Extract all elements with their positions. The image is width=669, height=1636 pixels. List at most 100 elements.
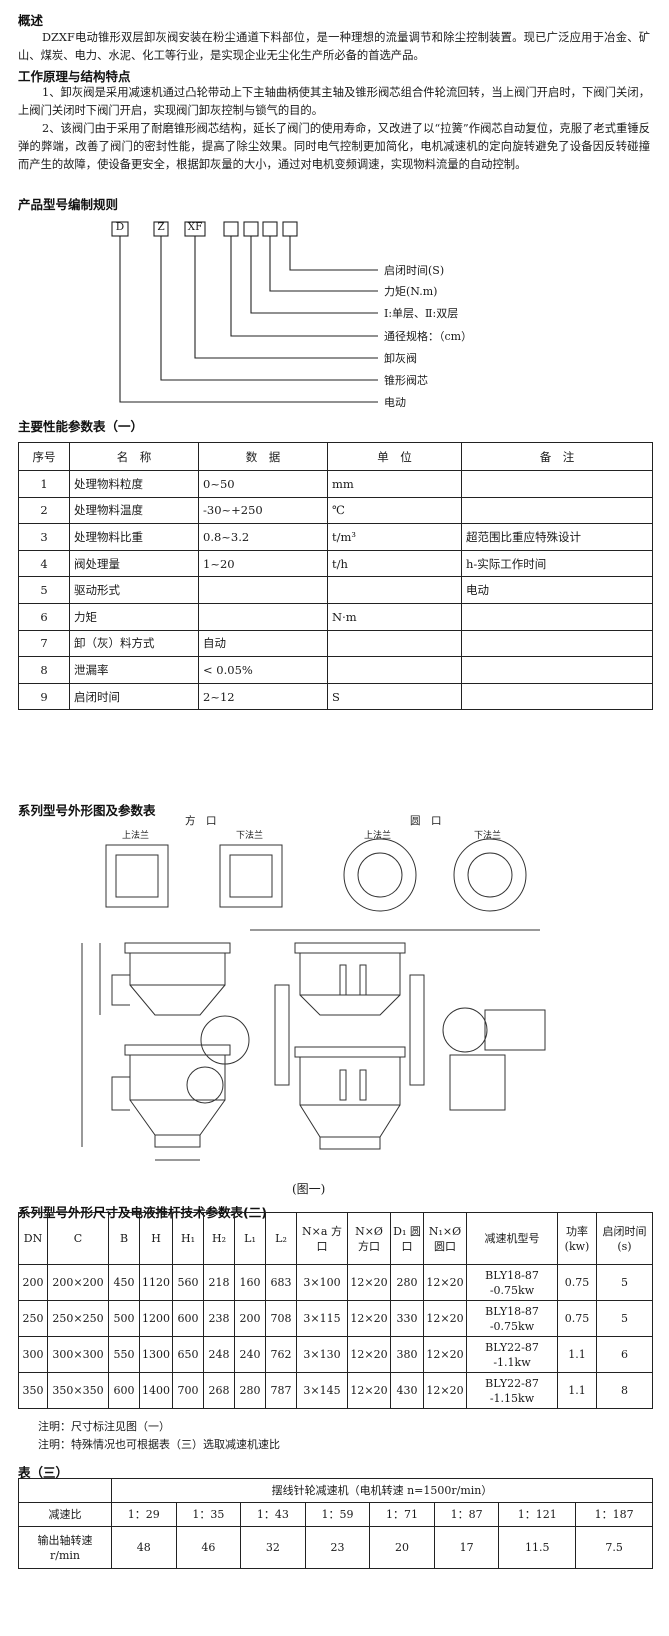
table-cell: 3×115 [296,1300,348,1337]
round-lower-flange-label: 下法兰 [474,831,502,841]
table-cell: 1 [18,470,70,498]
table-cell [198,602,328,631]
table-cell: 48 [111,1526,177,1569]
table2-note-1: 注明：尺寸标注见图（一） [38,1420,170,1433]
table-cell: 450 [108,1264,140,1301]
table-header: 名 称 [69,442,199,471]
lower-flange-label: 下法兰 [236,831,264,841]
table-cell: 1120 [139,1264,173,1301]
table3-title: 表（三） [18,1465,69,1480]
table-cell: 5 [596,1300,653,1337]
table-cell: 1.1 [557,1372,597,1409]
table-cell [461,682,653,711]
table-cell: 600 [172,1300,204,1337]
table-header: 减速机型号 [466,1212,558,1265]
table-cell: 762 [265,1336,297,1373]
table-header: 备 注 [461,442,653,471]
table-cell: 1200 [139,1300,173,1337]
table-cell: 238 [203,1300,235,1337]
table-cell: 5 [596,1264,653,1301]
table-cell: 3×130 [296,1336,348,1373]
table-cell: 12×20 [347,1300,391,1337]
table-row: 6 力矩 N·m [18,602,653,631]
table-cell: 330 [390,1300,424,1337]
table1-title: 主要性能参数表（一） [18,419,144,434]
table-cell: 17 [433,1526,500,1569]
table-cell: 248 [203,1336,235,1373]
table-cell: 处理物料比重 [69,523,199,551]
table-cell [198,576,328,604]
table-header: H₁ [172,1212,204,1265]
table-cell: -30~+250 [198,496,328,525]
table-cell: 550 [108,1336,140,1373]
table-cell: 5 [18,576,70,604]
round-upper-flange-label: 上法兰 [364,831,392,841]
table-cell: 减速比 [18,1502,112,1527]
upper-flange-label: 上法兰 [122,831,150,841]
table-cell [461,656,653,684]
table-cell: 7 [18,629,70,658]
table-header: B [108,1212,140,1265]
table-cell: 160 [234,1264,266,1301]
table-cell: 12×20 [423,1336,467,1373]
model-label-layer: Ⅰ:单层、Ⅱ:双层 [384,307,459,320]
model-label-valve: 卸灰阀 [384,352,417,365]
table-cell: 1：35 [175,1502,242,1527]
model-label-electric: 电动 [384,396,406,409]
model-label-core: 锥形阀芯 [384,374,428,387]
table-cell: 输出轴转速 r/min [18,1526,112,1569]
table-cell: BLY18-87 -0.75kw [466,1264,558,1301]
table-cell: 0.75 [557,1300,597,1337]
table-row: 9 启闭时间 2~12 S [18,682,653,711]
performance-table: 序号 名 称 数 据 单 位 备 注 1 处理物料粒度 0~50 mm 2 处理… [18,442,653,711]
table-cell: 1.1 [557,1336,597,1373]
table-cell: 1400 [139,1372,173,1409]
table-cell: 280 [390,1264,424,1301]
model-label-time: 启闭时间(S) [384,264,445,277]
table-header: 序号 [18,442,70,471]
table-cell: 3×145 [296,1372,348,1409]
table-header-row: 摆线针轮减速机（电机转速 n=1500r/min） [18,1478,653,1503]
principle-paragraph-1: 1、卸灰阀是采用减速机通过凸轮带动上下主轴曲柄使其主轴及锥形阀芯组合件轮流回转，… [18,86,650,117]
table-cell: 6 [18,602,70,631]
table-header: N×a 方口 [296,1212,348,1265]
drawing-heading: 系列型号外形图及参数表 [18,803,156,818]
table-header-row: 序号 名 称 数 据 单 位 备 注 [18,442,653,471]
table-cell: 阀处理量 [69,549,199,578]
table-cell: 250×250 [47,1300,109,1337]
table-row: 输出轴转速 r/min 48 46 32 23 20 17 11.5 7.5 [18,1526,653,1569]
reducer-table: 摆线针轮减速机（电机转速 n=1500r/min） 减速比 1：29 1：35 … [18,1478,653,1569]
table-cell: 300×300 [47,1336,109,1373]
table-cell [327,656,462,684]
table-header: 摆线针轮减速机（电机转速 n=1500r/min） [111,1478,653,1503]
model-code-z: Z [157,221,165,233]
table-cell: 泄漏率 [69,656,199,684]
table-cell [461,496,653,525]
table-cell: 2 [18,496,70,525]
table-cell [327,576,462,604]
table-cell: 电动 [461,576,653,604]
table-cell: N·m [327,602,462,631]
table-cell: t/m³ [327,523,462,551]
model-code-xf: XF [187,221,203,233]
table-cell: 0.8~3.2 [198,523,328,551]
table-row: 7 卸（灰）料方式 自动 [18,629,653,658]
model-code-diagram: D Z XF 启闭时间(S) 力矩(N.m) Ⅰ:单层、Ⅱ:双层 通径规格：（c… [110,218,510,409]
table-cell: 1：121 [498,1502,577,1527]
table-cell: 560 [172,1264,204,1301]
table-header: 数 据 [198,442,328,471]
table-cell: 8 [18,656,70,684]
table-header-row: DN C B H H₁ H₂ L₁ L₂ N×a 方口 N×Ø 方口 D₁ 圆口… [18,1212,653,1265]
table-cell: 自动 [198,629,328,658]
table-header: L₁ [234,1212,266,1265]
table-row: 减速比 1：29 1：35 1：43 1：59 1：71 1：87 1：121 … [18,1502,653,1527]
table-cell: BLY22-87 -1.1kw [466,1336,558,1373]
table-cell: 1：59 [304,1502,371,1527]
square-port-label: 方 口 [185,815,217,827]
table-cell: h-实际工作时间 [461,549,653,578]
table-header: 功率 (kw) [557,1212,597,1265]
principle-paragraph-2: 2、该阀门由于采用了耐磨锥形阀芯结构，延长了阀门的使用寿命，又改进了以“拉簧”作… [18,122,650,171]
table-cell: 268 [203,1372,235,1409]
table-cell: 8 [596,1372,653,1409]
